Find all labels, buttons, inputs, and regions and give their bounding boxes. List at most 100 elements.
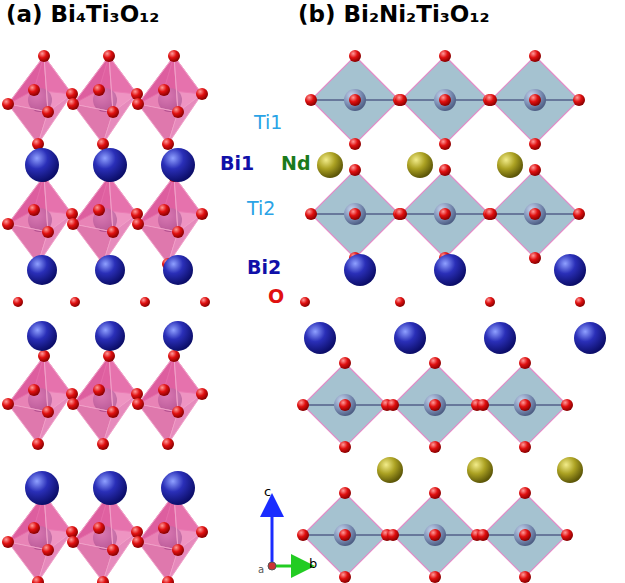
- oxygen-atom: [42, 226, 54, 238]
- oxygen-atom: [93, 84, 105, 96]
- ti-atom: [524, 203, 546, 225]
- ti-octahedron: [138, 176, 178, 232]
- oxygen-atom: [339, 529, 351, 541]
- oxygen-atom: [297, 399, 309, 411]
- panel-title: (b) Bi₂Ni₂Ti₃O₁₂: [298, 2, 490, 27]
- oxygen-atom: [519, 529, 531, 541]
- oxygen-atom: [38, 350, 50, 362]
- ti-octahedron: [168, 532, 202, 582]
- oxygen-atom: [132, 98, 144, 110]
- atom-label: Ti1: [254, 112, 282, 133]
- bi-atom: [27, 321, 57, 351]
- axis-label: c: [264, 485, 271, 499]
- oxygen-atom: [107, 226, 119, 238]
- nd-atom: [557, 457, 583, 483]
- oxygen-atom: [439, 138, 451, 150]
- oxygen-atom: [172, 406, 184, 418]
- oxygen-atom: [158, 384, 170, 396]
- ti-octahedron: [168, 94, 202, 144]
- bi-atom: [25, 471, 59, 505]
- bi-atom: [554, 254, 586, 286]
- oxygen-atom: [196, 526, 208, 538]
- oxygen-atom: [42, 406, 54, 418]
- oxygen-atom: [196, 88, 208, 100]
- oxygen-atom: [38, 50, 50, 62]
- bi-atom: [344, 254, 376, 286]
- bi-atom: [93, 471, 127, 505]
- oxygen-atom: [162, 576, 174, 583]
- oxygen-atom: [172, 544, 184, 556]
- ti-atom: [344, 89, 366, 111]
- bi-atom: [95, 255, 125, 285]
- ti-octahedron: [73, 56, 113, 112]
- oxygen-atom: [140, 297, 150, 307]
- ti-octahedron: [401, 170, 489, 258]
- oxygen-atom: [519, 399, 531, 411]
- oxygen-atom: [439, 164, 451, 176]
- oxygen-atom: [103, 50, 115, 62]
- oxygen-atom: [477, 399, 489, 411]
- oxygen-atom: [28, 84, 40, 96]
- ti-octahedron: [8, 356, 48, 412]
- oxygen-atom: [573, 94, 585, 106]
- oxygen-atom: [485, 94, 497, 106]
- ti-octahedron: [483, 493, 567, 577]
- oxygen-atom: [349, 208, 361, 220]
- oxygen-atom: [485, 297, 495, 307]
- oxygen-atom: [305, 208, 317, 220]
- oxygen-atom: [67, 98, 79, 110]
- bi-atom: [304, 322, 336, 354]
- oxygen-atom: [28, 522, 40, 534]
- oxygen-atom: [429, 357, 441, 369]
- ti-octahedron: [168, 394, 202, 444]
- nd-atom: [317, 152, 343, 178]
- oxygen-atom: [42, 544, 54, 556]
- oxygen-atom: [132, 536, 144, 548]
- oxygen-atom: [97, 576, 109, 583]
- oxygen-atom: [439, 50, 451, 62]
- oxygen-atom: [200, 297, 210, 307]
- oxygen-atom: [339, 441, 351, 453]
- oxygen-atom: [561, 399, 573, 411]
- bi-atom: [574, 322, 606, 354]
- ti-octahedron: [174, 176, 202, 232]
- oxygen-atom: [132, 398, 144, 410]
- oxygen-atom: [168, 350, 180, 362]
- bi-atom: [25, 148, 59, 182]
- nd-atom: [497, 152, 523, 178]
- ti-octahedron: [138, 356, 178, 412]
- ti-atom: [434, 203, 456, 225]
- oxygen-atom: [387, 529, 399, 541]
- bi-atom: [163, 255, 193, 285]
- ti-atom: [514, 524, 536, 546]
- ti-octahedron: [393, 363, 477, 447]
- ti-octahedron: [103, 532, 137, 582]
- oxygen-atom: [67, 536, 79, 548]
- oxygen-atom: [387, 399, 399, 411]
- ti-octahedron: [401, 56, 489, 144]
- oxygen-atom: [13, 297, 23, 307]
- oxygen-atom: [70, 297, 80, 307]
- ti-atom: [424, 394, 446, 416]
- bi-atom: [163, 321, 193, 351]
- ti-atom: [334, 394, 356, 416]
- oxygen-atom: [429, 529, 441, 541]
- nd-atom: [467, 457, 493, 483]
- bi-atom: [434, 254, 466, 286]
- oxygen-atom: [93, 204, 105, 216]
- bi-atom: [394, 322, 426, 354]
- oxygen-atom: [162, 438, 174, 450]
- nd-atom: [377, 457, 403, 483]
- oxygen-atom: [529, 50, 541, 62]
- ti-octahedron: [103, 94, 137, 144]
- oxygen-atom: [395, 208, 407, 220]
- oxygen-atom: [2, 218, 14, 230]
- oxygen-atom: [429, 441, 441, 453]
- oxygen-atom: [519, 571, 531, 583]
- oxygen-atom: [158, 522, 170, 534]
- ti-octahedron: [73, 356, 113, 412]
- oxygen-atom: [561, 529, 573, 541]
- oxygen-atom: [349, 50, 361, 62]
- ti-octahedron: [303, 363, 387, 447]
